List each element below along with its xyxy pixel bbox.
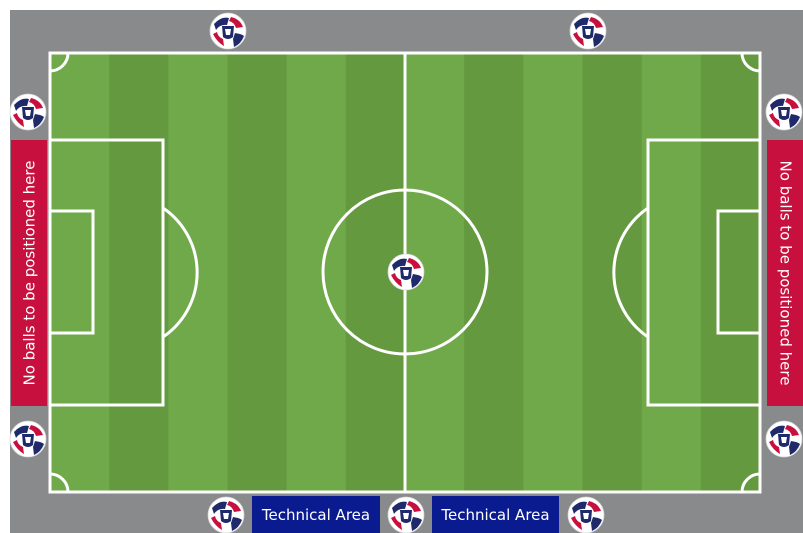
grass-stripe <box>583 53 643 492</box>
football-icon <box>569 12 607 50</box>
grass-stripe <box>287 53 347 492</box>
technical-area-label-left: Technical Area <box>262 506 370 524</box>
grass-stripe <box>701 53 761 492</box>
grass-stripe <box>228 53 288 492</box>
football-icon <box>9 93 47 131</box>
technical-area-label-right: Technical Area <box>441 506 549 524</box>
technical-area-right: Technical Area <box>432 496 559 533</box>
no-balls-zone-right: No balls to be positioned here <box>767 140 803 406</box>
football-icon <box>387 496 425 533</box>
grass-stripe <box>642 53 702 492</box>
no-balls-label-right: No balls to be positioned here <box>776 161 794 386</box>
football-icon <box>387 253 425 291</box>
grass-stripe <box>109 53 169 492</box>
grass-stripe <box>464 53 524 492</box>
technical-area-left: Technical Area <box>252 496 380 533</box>
football-icon <box>9 420 47 458</box>
no-balls-label-left: No balls to be positioned here <box>20 161 38 386</box>
football-icon <box>207 496 245 533</box>
football-icon <box>209 12 247 50</box>
no-balls-zone-left: No balls to be positioned here <box>11 140 47 406</box>
football-icon <box>765 93 803 131</box>
grass-stripe <box>50 53 110 492</box>
grass-stripe <box>523 53 583 492</box>
football-icon <box>765 420 803 458</box>
football-icon <box>567 496 605 533</box>
